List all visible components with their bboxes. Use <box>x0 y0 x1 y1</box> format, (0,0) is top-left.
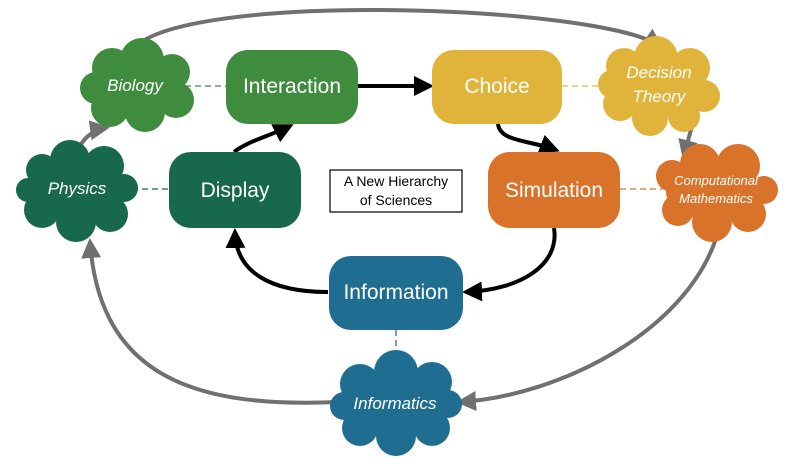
arrow-biology-to-decision <box>130 8 664 52</box>
cloud-informatics-label: Informatics <box>353 394 437 413</box>
cloud-computational-label-1: Computational <box>674 173 759 188</box>
arrow-simulation-to-information <box>462 227 557 302</box>
cloud-decision-label-1: Decision <box>626 63 691 82</box>
cloud-biology: Biology <box>80 38 194 132</box>
cycle-arrows <box>225 76 560 302</box>
diagram-title: A New Hierarchy of Sciences <box>329 169 463 213</box>
arrow-informatics-to-physics <box>81 238 339 405</box>
arrow-computational-to-informatics <box>456 231 720 412</box>
arrow-information-to-display <box>225 228 329 294</box>
cloud-physics: Physics <box>16 140 138 242</box>
box-display-label: Display <box>201 179 270 202</box>
arrow-choice-to-simulation <box>496 123 560 154</box>
cloud-decision-theory: Decision Theory <box>598 36 720 136</box>
box-information-label: Information <box>343 281 448 304</box>
box-choice: Choice <box>432 50 562 124</box>
cloud-decision-label-2: Theory <box>633 87 687 106</box>
title-line-1: A New Hierarchy <box>344 173 448 189</box>
cloud-informatics: Informatics <box>330 350 462 456</box>
outer-arrows <box>74 8 720 412</box>
arrow-display-to-interaction <box>232 124 294 154</box>
title-line-2: of Sciences <box>360 192 432 208</box>
box-choice-label: Choice <box>464 75 529 98</box>
box-simulation: Simulation <box>488 152 620 228</box>
box-interaction: Interaction <box>226 50 358 124</box>
cloud-computational-mathematics: Computational Mathematics <box>656 144 778 242</box>
dashed-connectors <box>132 85 662 365</box>
cloud-physics-label: Physics <box>48 179 107 198</box>
box-display: Display <box>169 152 301 228</box>
cloud-biology-label: Biology <box>107 76 164 95</box>
box-simulation-label: Simulation <box>505 179 603 202</box>
cloud-computational-label-2: Mathematics <box>679 191 753 206</box>
box-information: Information <box>329 256 463 330</box>
box-interaction-label: Interaction <box>243 75 341 98</box>
